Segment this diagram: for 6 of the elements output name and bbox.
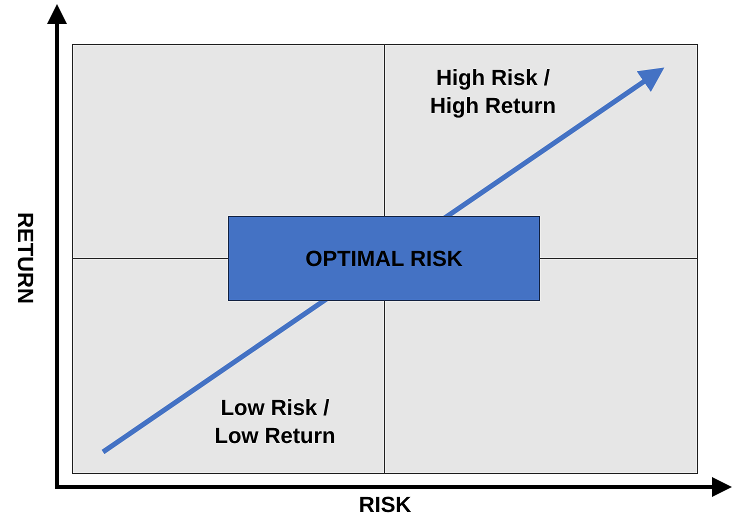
axis-label: RETURN [14,212,36,304]
box-label: OPTIMAL RISK [305,245,463,273]
quadrant-label: Low Risk / Low Return [214,394,336,450]
optimal-box [228,216,540,301]
axis-label: RISK [358,494,412,514]
quadrant-label: High Risk / High Return [429,64,557,120]
